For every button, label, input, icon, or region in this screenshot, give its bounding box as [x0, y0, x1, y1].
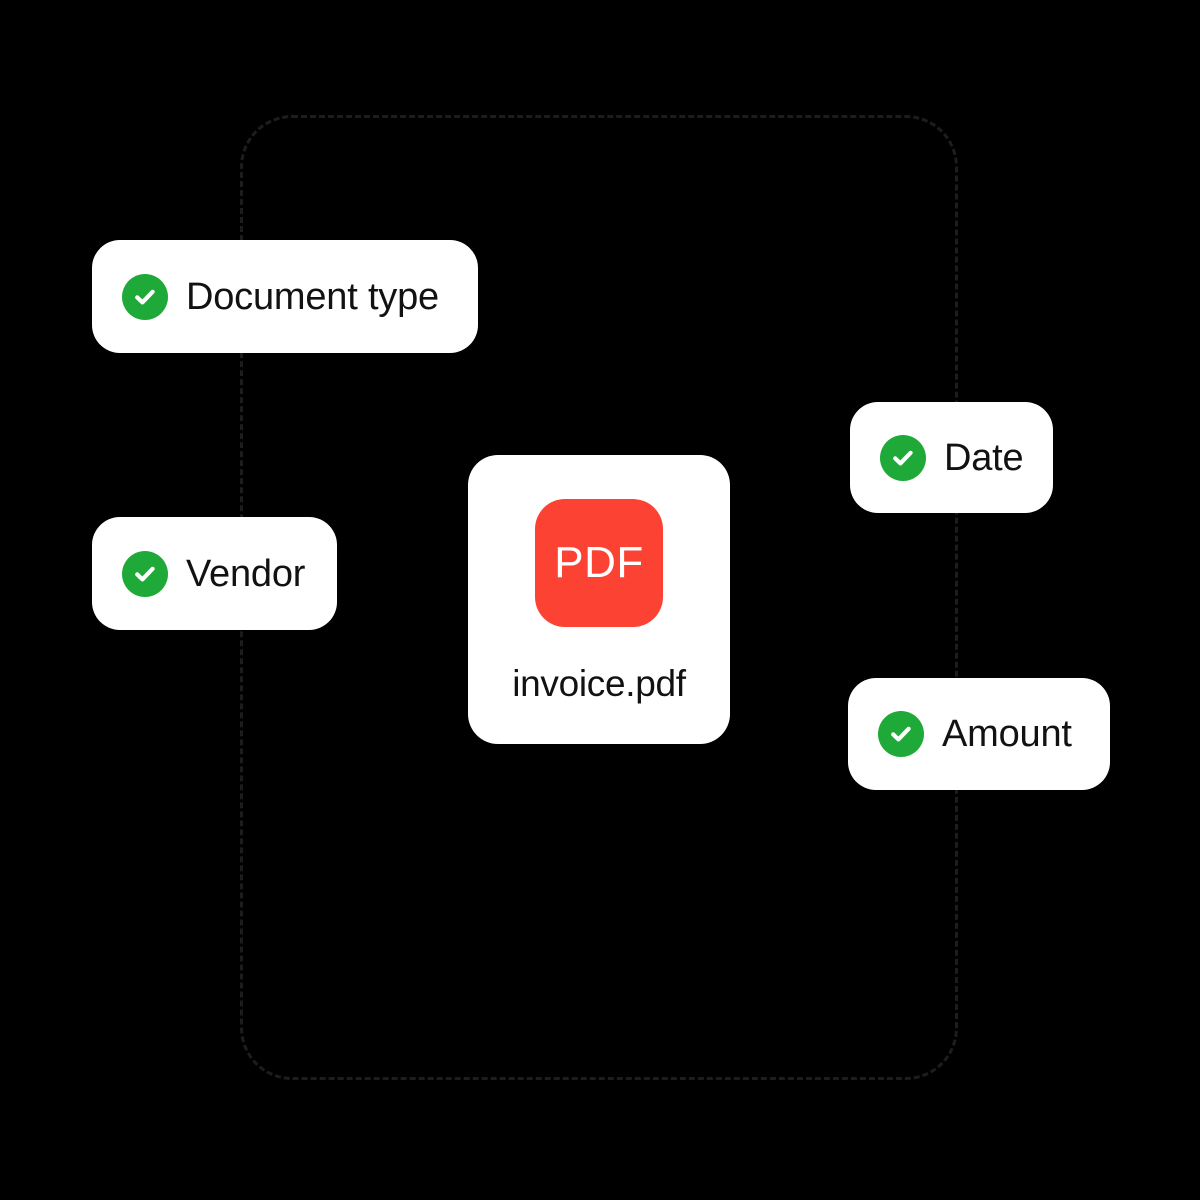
check-circle-icon — [122, 550, 168, 597]
field-chip-date[interactable]: Date — [850, 402, 1053, 513]
check-circle-icon — [878, 711, 924, 757]
field-chip-document-type[interactable]: Document type — [92, 240, 478, 353]
file-name: invoice.pdf — [512, 663, 686, 704]
field-chip-label: Date — [944, 436, 1024, 479]
check-circle-icon — [122, 273, 168, 320]
field-chip-amount[interactable]: Amount — [848, 678, 1110, 790]
field-chip-label: Vendor — [186, 552, 306, 595]
check-circle-icon — [880, 434, 926, 481]
pdf-file-icon: PDF — [535, 499, 663, 627]
file-card[interactable]: PDF invoice.pdf — [468, 455, 730, 744]
field-chip-label: Document type — [186, 275, 439, 318]
field-chip-label: Amount — [942, 713, 1072, 755]
field-chip-vendor[interactable]: Vendor — [92, 517, 337, 630]
pdf-file-icon-label: PDF — [554, 538, 644, 587]
